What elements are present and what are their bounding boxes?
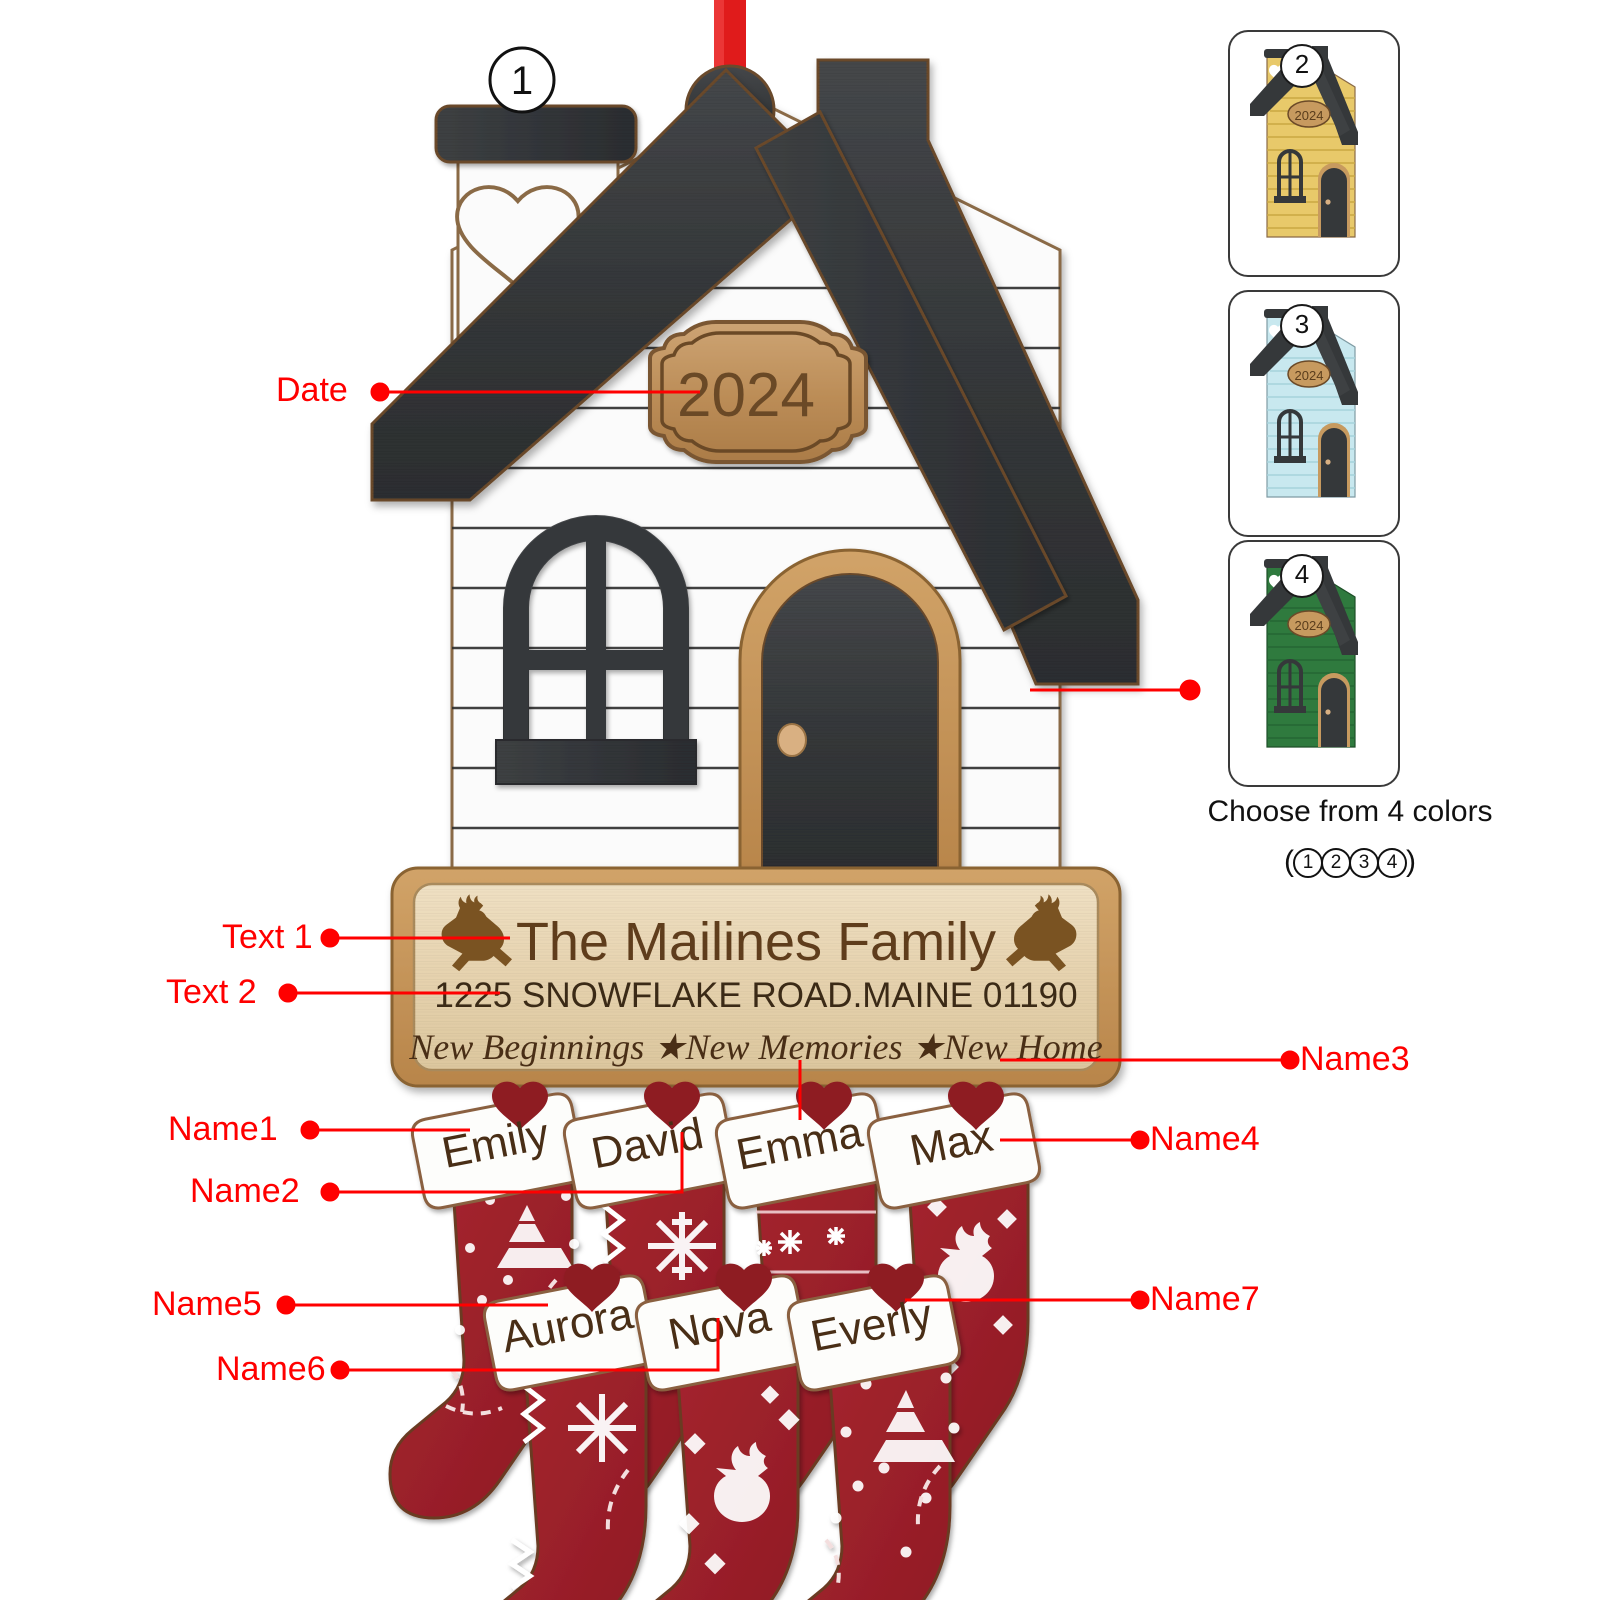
stocking-nova: Nova <box>634 1263 809 1600</box>
annotation-label-name1: Name1 <box>168 1110 278 1148</box>
annotation-label-name2: Name2 <box>190 1172 300 1210</box>
sign-address-text: 1225 SNOWFLAKE ROAD.MAINE 01190 <box>434 976 1077 1015</box>
variant-badge-1: 1 <box>488 46 556 114</box>
stocking-emily: Emily <box>388 1081 585 1520</box>
stocking-everly: Everly <box>786 1263 961 1600</box>
svg-text:2024: 2024 <box>1295 368 1324 383</box>
annotation-label-name4: Name4 <box>1150 1120 1260 1158</box>
annotation-label-name6: Name6 <box>216 1350 326 1388</box>
color-option-badge-4: 4 <box>1280 554 1324 598</box>
annotation-label-name3: Name3 <box>1300 1040 1410 1078</box>
stockings-front-row: Aurora Nova <box>482 1263 961 1600</box>
heart-icon <box>564 1263 620 1312</box>
house-window <box>495 515 697 785</box>
color-options-caption: Choose from 4 colors <box>1207 795 1493 828</box>
annotation-label-date: Date <box>276 371 348 409</box>
sign-family-text: The Mailines Family <box>516 912 996 972</box>
color-option-card-3[interactable]: 3 2024 <box>1228 290 1400 537</box>
heart-icon <box>948 1081 1004 1130</box>
heart-icon <box>644 1081 700 1130</box>
color-option-card-2[interactable]: 2 2024 <box>1228 30 1400 277</box>
date-plaque: 2024 <box>648 320 868 464</box>
heart-icon <box>492 1081 548 1130</box>
svg-text:1: 1 <box>511 59 533 103</box>
house-door <box>738 548 962 882</box>
circled-number-1: 1 <box>1293 848 1323 879</box>
svg-text:2024: 2024 <box>1295 108 1324 123</box>
annotation-label-text1: Text 1 <box>222 918 313 956</box>
color-option-badge-3: 3 <box>1280 304 1324 348</box>
reindeer-icon-left <box>441 894 512 972</box>
mini-house-green: 2024 <box>1250 556 1358 748</box>
annotation-label-name5: Name5 <box>152 1285 262 1323</box>
date-plaque-text: 2024 <box>677 361 815 430</box>
circled-number-3: 3 <box>1349 848 1379 879</box>
annotation-label-text2: Text 2 <box>166 973 257 1011</box>
heart-icon <box>796 1081 852 1130</box>
circled-number-4: 4 <box>1377 848 1407 879</box>
name-sign-board: The Mailines Family 1225 SNOWFLAKE ROAD.… <box>390 866 1122 1088</box>
stocking-aurora: Aurora <box>482 1263 657 1600</box>
sign-script-text: New Beginnings ★New Memories ★New Home <box>408 1027 1102 1067</box>
svg-text:2024: 2024 <box>1295 618 1324 633</box>
chimney <box>434 104 638 352</box>
heart-icon <box>716 1263 772 1312</box>
annotation-leader-lines <box>276 382 1300 1380</box>
color-option-card-4[interactable]: 4 2024 <box>1228 540 1400 787</box>
door-knob <box>777 723 807 757</box>
annotation-label-name7: Name7 <box>1150 1280 1260 1318</box>
heart-icon <box>868 1263 924 1312</box>
color-option-badge-2: 2 <box>1280 44 1324 88</box>
reindeer-icon-right <box>1006 894 1077 972</box>
circled-number-2: 2 <box>1321 848 1351 879</box>
